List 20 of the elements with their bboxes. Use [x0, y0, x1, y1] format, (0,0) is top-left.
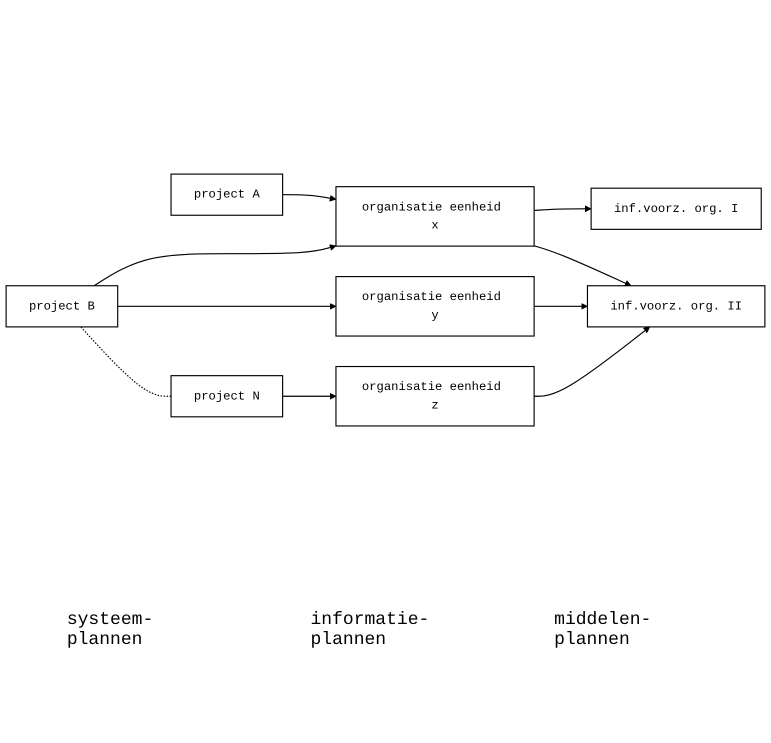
arrow — [534, 302, 588, 310]
node-box: project B — [6, 285, 118, 328]
arrow — [534, 326, 650, 397]
arrow — [282, 392, 336, 400]
arrow — [534, 205, 592, 212]
node-box: organisatie eenheid z — [335, 366, 535, 426]
connector — [80, 326, 172, 397]
arrow — [94, 244, 336, 286]
arrow — [118, 302, 336, 310]
node-box: organisatie eenheid x — [335, 186, 535, 247]
column-caption: systeem- plannen — [66, 610, 154, 650]
arrow — [282, 194, 336, 202]
arrow — [534, 245, 632, 286]
node-box: inf.voorz. org. I — [590, 188, 762, 230]
node-box: organisatie eenheid y — [335, 276, 535, 337]
column-caption: middelen- plannen — [554, 610, 652, 650]
node-box: inf.voorz. org. II — [586, 285, 766, 328]
node-box: project A — [170, 174, 284, 216]
node-box: project N — [170, 375, 284, 418]
column-caption: informatie- plannen — [310, 610, 430, 650]
